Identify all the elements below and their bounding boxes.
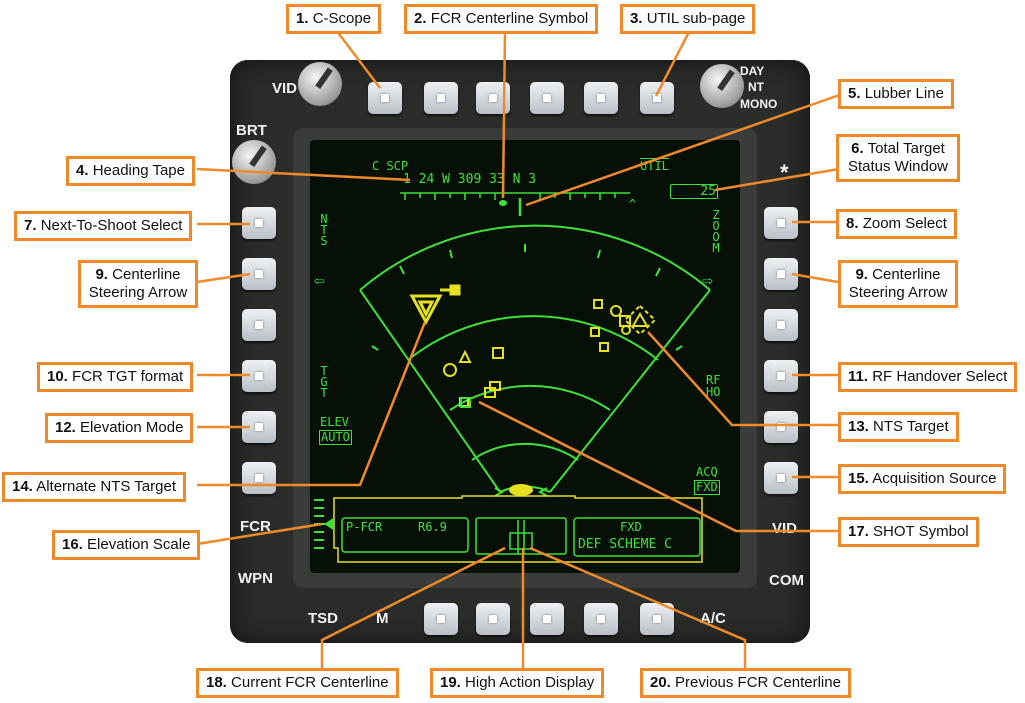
top-button-4[interactable] [530,82,564,114]
acq-label: ACQ [696,466,718,479]
callout-right-centerline-steering-arrow: 9. Centerline Steering Arrow [838,260,958,308]
callout-fcr-centerline-symbol: 2. FCR Centerline Symbol [404,4,598,34]
brt-label: BRT [236,122,267,139]
alternate-nts-target [412,286,459,322]
top-button-5[interactable] [584,82,618,114]
elev-auto-box: AUTO [319,430,352,445]
fcr-key[interactable]: FCR [240,518,271,535]
c-scope-wedge [360,226,710,492]
m-key[interactable]: M [376,610,389,627]
nts-label: NTS [318,214,330,247]
left-steering-arrow: ⇦ [314,274,325,287]
top-button-2[interactable] [424,82,458,114]
bottom-button-2[interactable] [476,603,510,635]
nt-label: NT [748,80,764,94]
left-button-6[interactable] [242,462,276,494]
callout-shot-symbol: 17. SHOT Symbol [838,517,979,547]
callout-elevation-mode: 12. Elevation Mode [45,413,193,443]
heading-caret: ^ [629,198,636,211]
callout-alternate-nts-target: 14. Alternate NTS Target [2,472,186,502]
right-button-5[interactable] [764,411,798,443]
fcr-centerline-symbol [499,200,507,206]
callout-c-scope: 1. C-Scope [286,4,381,34]
fcr-centerline-box [510,533,532,549]
tsd-key[interactable]: TSD [308,610,338,627]
left-button-5[interactable] [242,411,276,443]
callout-fcr-tgt-format: 10. FCR TGT format [37,362,193,392]
callout-previous-fcr-centerline: 20. Previous FCR Centerline [640,668,851,698]
wpn-key[interactable]: WPN [238,570,273,587]
top-button-6[interactable] [640,82,674,114]
top-button-1[interactable] [368,82,402,114]
bottom-button-3[interactable] [530,603,564,635]
elevation-scale [314,500,332,548]
ac-key[interactable]: A/C [700,610,726,627]
right-button-2[interactable] [764,258,798,290]
bottom-button-5[interactable] [640,603,674,635]
had-left-range: R6.9 [418,521,447,534]
callout-heading-tape: 4. Heading Tape [66,156,195,186]
callout-elevation-scale: 16. Elevation Scale [52,530,200,560]
fcr-symbology [310,140,740,573]
left-button-4[interactable] [242,360,276,392]
left-button-1[interactable] [242,207,276,239]
acq-fxd-box: FXD [694,480,720,495]
left-button-3[interactable] [242,309,276,341]
right-button-6[interactable] [764,462,798,494]
util-label: UTIL [640,160,669,173]
vid-key-right[interactable]: VID [772,520,797,537]
elev-label: ELEV [320,416,349,429]
callout-rf-handover-select: 11. RF Handover Select [838,362,1017,392]
callout-left-centerline-steering-arrow: 9. Centerline Steering Arrow [78,260,198,308]
callout-util-sub-page: 3. UTIL sub-page [620,4,755,34]
day-label: DAY [740,64,764,78]
had-right-scheme: DEF SCHEME C [578,538,672,551]
mfd-screen: C SCP UTIL 1 24 W 309 33 N 3 ^ 25 NTS ZO… [310,140,740,573]
total-target-status-window: 25 [670,184,718,199]
video-knob[interactable] [298,62,342,106]
callout-acquisition-source: 15. Acquisition Source [838,464,1006,494]
right-button-3[interactable] [764,309,798,341]
callout-next-to-shoot-select: 7. Next-To-Shoot Select [14,211,192,241]
vid-label-top: VID [272,80,297,97]
ho-label: HO [706,386,720,399]
right-steering-arrow: ⇨ [702,274,713,287]
callout-total-target-status-window: 6. Total Target Status Window [836,134,960,182]
heading-tape-labels: 1 24 W 309 33 N 3 [403,173,536,186]
mode-knob[interactable] [700,64,744,108]
callout-nts-target: 13. NTS Target [838,412,959,442]
callout-current-fcr-centerline: 18. Current FCR Centerline [196,668,399,698]
zoom-label: ZOOM [710,210,722,254]
brightness-knob[interactable] [232,140,276,184]
com-key[interactable]: COM [769,572,804,589]
right-button-4[interactable] [764,360,798,392]
bottom-button-1[interactable] [424,603,458,635]
asterisk-label: * [780,160,789,186]
had-right-acq: FXD [620,521,642,534]
right-button-1[interactable] [764,207,798,239]
callout-high-action-display: 19. High Action Display [430,668,604,698]
callout-lubber-line: 5. Lubber Line [838,79,954,109]
heading-tape-ticks [405,193,615,200]
tgt-label: TGT [318,366,330,399]
callout-zoom-select: 8. Zoom Select [836,209,957,239]
mono-label: MONO [740,97,777,111]
left-button-2[interactable] [242,258,276,290]
had-left-sensor: P-FCR [346,521,382,534]
bottom-button-4[interactable] [584,603,618,635]
top-button-3[interactable] [476,82,510,114]
